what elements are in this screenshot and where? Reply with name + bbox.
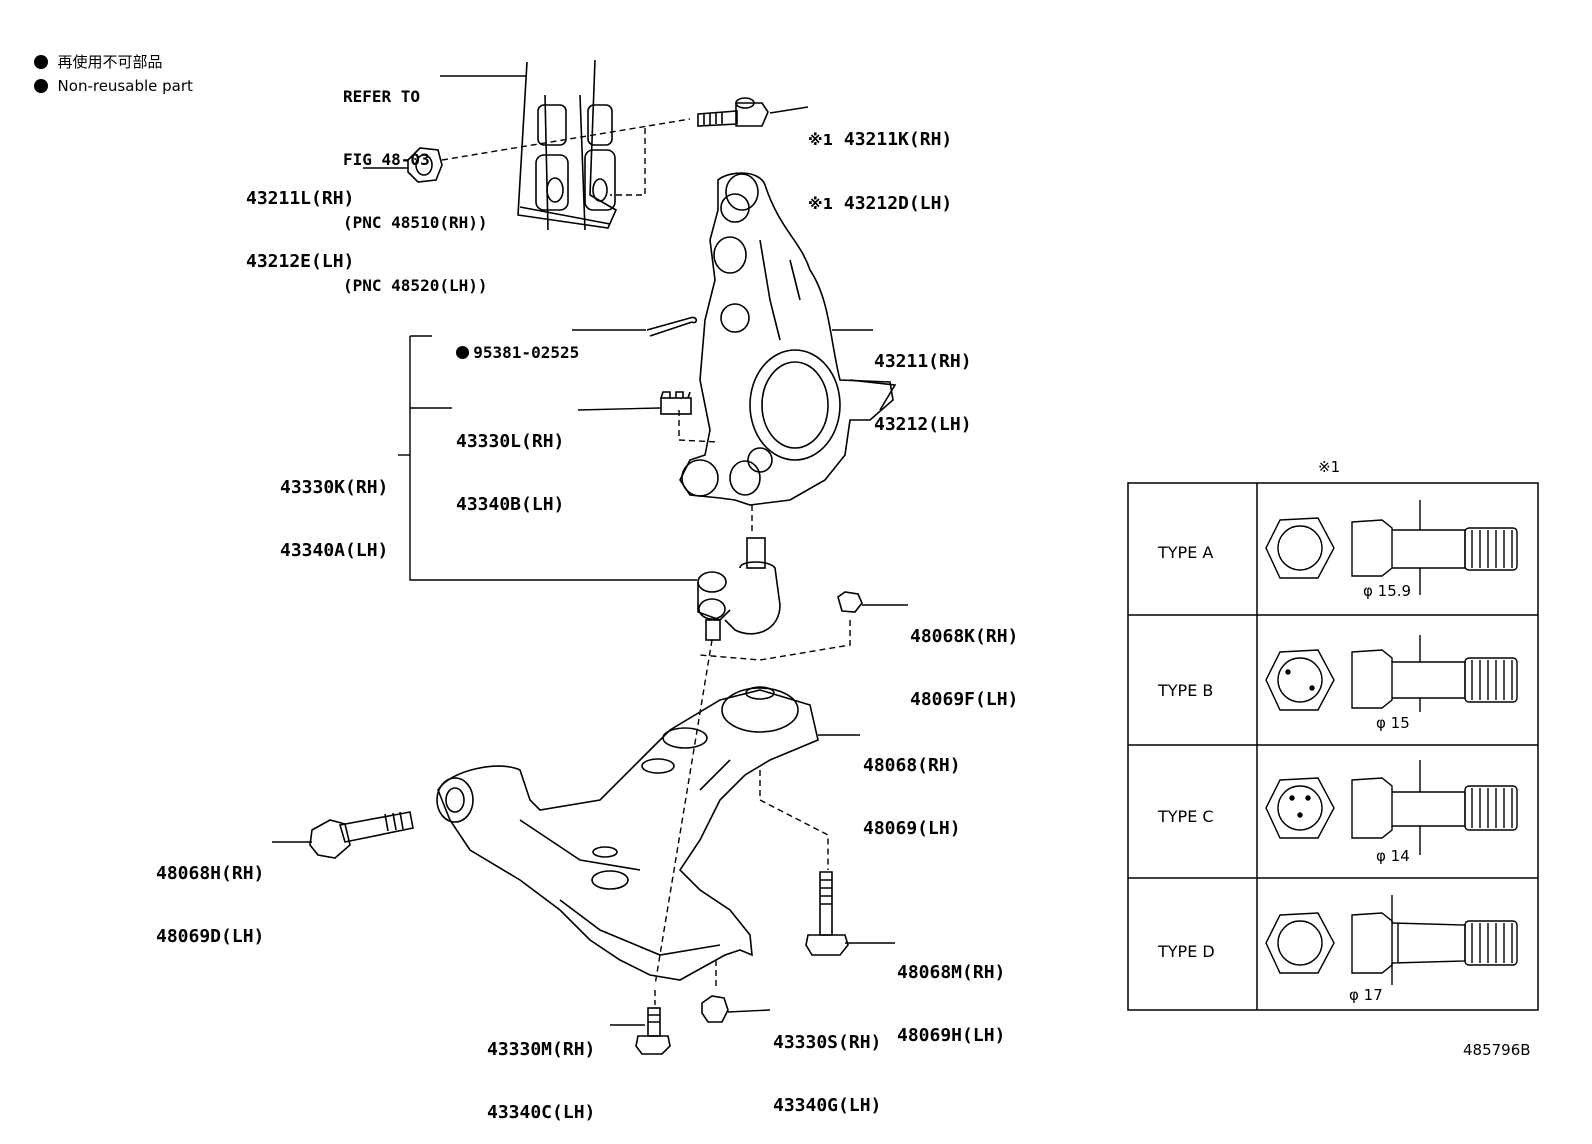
part-number-lh: 43212D(LH) <box>843 193 953 214</box>
part-number-lh: 43340B(LH) <box>456 494 565 515</box>
rear-bolt-illustration <box>805 871 849 956</box>
part-label-upper-nut[interactable]: 43211L(RH) 43212E(LH) <box>246 146 354 293</box>
part-number-rh: 43330K(RH) <box>280 477 389 498</box>
part-label-ball-joint[interactable]: 43330K(RH) 43340A(LH) <box>280 435 388 582</box>
part-number-rh: 48068(RH) <box>863 755 961 776</box>
refer-line-3: (PNC 48510(RH)) <box>343 213 488 232</box>
part-number-rh: 48068M(RH) <box>897 962 1006 983</box>
upper-bolt-illustration <box>697 97 769 127</box>
part-number-lh: 48069D(LH) <box>156 926 265 947</box>
part-number-lh: 43340G(LH) <box>773 1095 882 1116</box>
legend-en-text: Non-reusable part <box>57 77 193 95</box>
type-d-illustration <box>1265 895 1518 985</box>
part-number-rh: 43330L(RH) <box>456 431 565 452</box>
legend-jp: 再使用不可部品 <box>24 26 163 74</box>
part-label-arm-bolt-rear[interactable]: 48068M(RH) 48069H(LH) <box>897 920 1005 1067</box>
part-label-lower-arm[interactable]: 48068(RH) 48069(LH) <box>863 713 961 860</box>
type-row-diameter-c: φ 14 <box>1376 847 1410 865</box>
part-number-rh: 43211L(RH) <box>246 188 355 209</box>
part-label-upper-bolt[interactable]: ※1 43211K(RH) ※1 43212D(LH) <box>808 129 953 214</box>
type-table-header-mark: ※1 <box>1318 458 1341 476</box>
castle-nut-illustration <box>660 391 692 415</box>
type-b-illustration <box>1265 635 1518 712</box>
part-number-lh: 43212E(LH) <box>246 251 355 272</box>
part-label-cotter-pin[interactable]: 95381-02525 <box>437 321 579 363</box>
type-row-label-b: TYPE B <box>1158 681 1214 700</box>
part-label-arm-bolt-front[interactable]: 48068H(RH) 48069D(LH) <box>156 821 264 968</box>
part-number-rh: 43211(RH) <box>874 351 972 372</box>
bj-nut-illustration <box>701 995 729 1023</box>
non-reusable-mark-icon <box>456 346 470 359</box>
part-number-rh: 48068K(RH) <box>910 626 1019 647</box>
part-label-bj-bolt[interactable]: 43330M(RH) 43340C(LH) <box>487 997 595 1144</box>
part-number-rh: 43330M(RH) <box>487 1039 596 1060</box>
part-number-rh: 43211K(RH) <box>843 129 953 150</box>
type-row-diameter-b: φ 15 <box>1376 714 1410 732</box>
part-number-lh: 43340A(LH) <box>280 540 389 561</box>
arm-nut-illustration <box>837 591 863 613</box>
part-number: 95381-02525 <box>473 343 580 362</box>
strut-illustration <box>517 59 618 231</box>
parts-diagram-art <box>272 59 1539 1055</box>
type-row-diameter-a: φ 15.9 <box>1363 582 1412 600</box>
type-row-label-a: TYPE A <box>1158 543 1214 562</box>
refer-block: REFER TO FIG 48-03 (PNC 48510(RH)) (PNC … <box>343 44 488 317</box>
refer-line-4: (PNC 48520(LH)) <box>343 276 488 295</box>
legend-jp-text: 再使用不可部品 <box>57 53 163 71</box>
part-number-lh: 43212(LH) <box>874 414 972 435</box>
front-bolt-illustration <box>309 811 414 859</box>
non-reusable-mark-icon <box>33 55 48 69</box>
type-table-frame <box>1127 482 1539 1011</box>
legend-en: Non-reusable part <box>24 50 193 98</box>
bj-bolt-illustration <box>635 1007 671 1055</box>
part-label-knuckle[interactable]: 43211(RH) 43212(LH) <box>874 309 972 456</box>
part-number-rh: 48068H(RH) <box>156 863 265 884</box>
part-number-lh: 43340C(LH) <box>487 1102 596 1123</box>
type-row-label-c: TYPE C <box>1158 807 1214 826</box>
non-reusable-mark-icon <box>33 79 48 93</box>
part-number-lh: 48069F(LH) <box>910 689 1019 710</box>
type-row-label-d: TYPE D <box>1158 942 1215 961</box>
part-number-lh: 48069H(LH) <box>897 1025 1006 1046</box>
refer-line-1: REFER TO <box>343 87 421 106</box>
part-label-bj-nut[interactable]: 43330S(RH) 43340G(LH) <box>773 990 881 1137</box>
upper-nut-illustration <box>407 147 443 183</box>
cotter-pin-illustration <box>646 316 698 337</box>
part-label-arm-nut[interactable]: 48068K(RH) 48069F(LH) <box>910 584 1018 731</box>
type-a-illustration <box>1265 500 1518 595</box>
refer-line-2: FIG 48-03 <box>343 150 430 169</box>
figure-id: 485796B <box>1463 1041 1531 1059</box>
knuckle-illustration <box>679 172 897 506</box>
part-number-rh: 43330S(RH) <box>773 1032 882 1053</box>
ball-joint-illustration <box>697 537 781 641</box>
lower-arm-illustration <box>436 686 819 981</box>
part-number-lh: 48069(LH) <box>863 818 961 839</box>
type-row-diameter-d: φ 17 <box>1349 986 1383 1004</box>
part-label-castle-nut[interactable]: 43330L(RH) 43340B(LH) <box>456 389 564 536</box>
type-c-illustration <box>1265 760 1518 855</box>
